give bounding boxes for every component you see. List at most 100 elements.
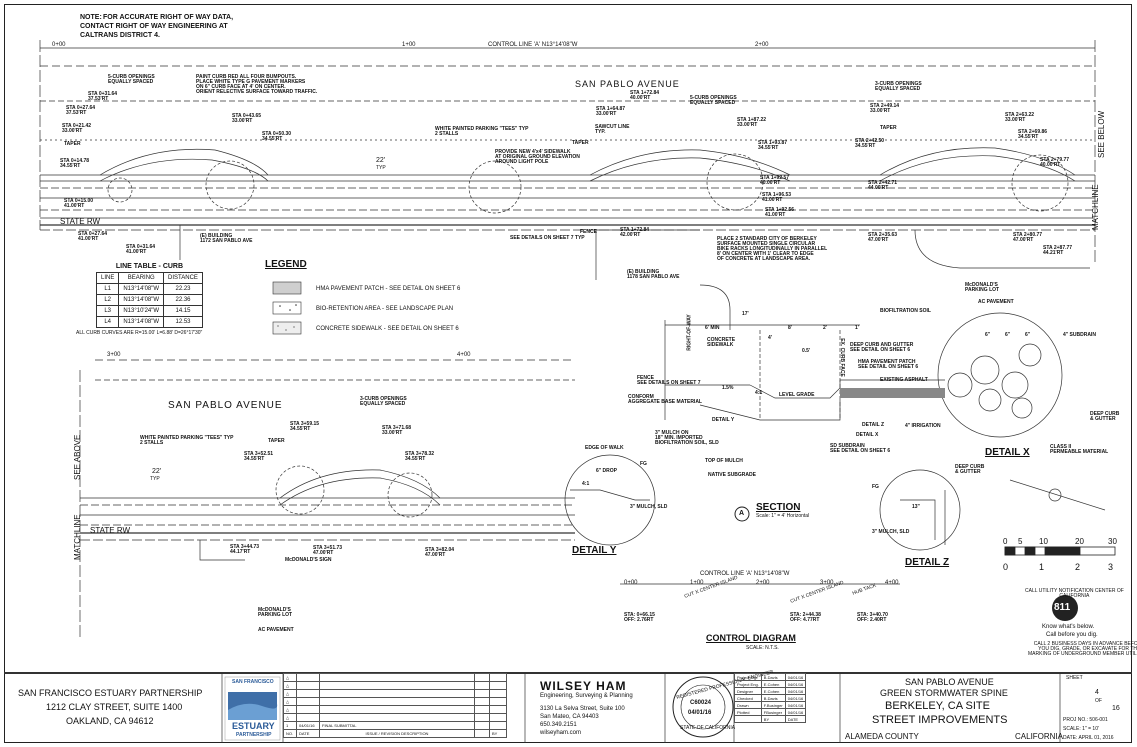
seal-state: STATE OF CALIFORNIA <box>680 725 736 731</box>
section-label-17: CONFORM AGGREGATE BASE MATERIAL <box>628 394 702 405</box>
cd-station-1: 1+00 <box>690 580 704 586</box>
scale-bottom-1: 1 <box>1039 562 1045 572</box>
top-callout-39: STA 2+80.77 47.00'RT <box>1013 232 1043 243</box>
section-label-18: DETAIL Y <box>712 417 735 423</box>
rev-header: DATE <box>296 729 320 738</box>
top-callout-6: STA 0+15.00 41.00'RT <box>64 198 94 209</box>
table-cell: N13°14'08"W <box>118 283 165 295</box>
top-callout-40: STA 2+87.77 44.21'RT <box>1043 245 1073 256</box>
line-table-title: LINE TABLE - CURB <box>115 263 184 270</box>
sig-date: 04/01/16 <box>784 673 807 681</box>
call811-know: Know what's below. <box>1042 624 1095 630</box>
bottom-callout-10: McDONALD'S PARKING LOT <box>258 607 293 618</box>
top-callout-8: STA 0+31.64 41.00'RT <box>126 244 156 255</box>
station-1: 1+00 <box>402 42 416 48</box>
detail-z-label-0: DEEP CURB & GUTTER <box>955 464 985 475</box>
sheet-of: OF <box>1095 698 1102 704</box>
drawing-sheet <box>4 4 1132 743</box>
sig-date: 04/01/16 <box>784 701 807 709</box>
rev-desc: FINAL SUBMITTAL <box>319 721 475 730</box>
detail-x-label-2: DEEP CURB & GUTTER <box>1090 411 1120 422</box>
cd-station-3: 3+00 <box>820 580 834 586</box>
project-line-2: GREEN STORMWATER SPINE <box>880 688 1008 698</box>
top-callout-1: STA 0+31.64 37.53'RT <box>88 91 118 102</box>
top-callout-32: TAPER <box>880 125 897 131</box>
top-matchline: MATCHLINE <box>1091 184 1100 230</box>
client-address-1: 1212 CLAY STREET, SUITE 1400 <box>46 702 183 712</box>
section-label-10: DEEP CURB AND GUTTER SEE DETAIL ON SHEET… <box>850 342 914 353</box>
scale-top-20: 20 <box>1075 537 1084 546</box>
legend-title: LEGEND <box>265 259 307 270</box>
section-label-15: 4:1 <box>755 390 763 396</box>
detail-x-title: DETAIL X <box>985 447 1030 458</box>
logo-top: SAN FRANCISCO <box>232 679 274 685</box>
top-callout-31: STA 2+49.14 33.00'RT <box>870 103 900 114</box>
sig-name: FBusinger <box>760 708 786 716</box>
station-0: 0+00 <box>52 42 66 48</box>
detail-y-label-0: EDGE OF WALK <box>585 445 624 451</box>
top-state-rw: STATE RW <box>60 217 100 226</box>
section-label-19: 3" MULCH ON 18" MIN. IMPORTED BIOFILTRAT… <box>655 430 719 446</box>
section-label-23: DETAIL X <box>856 432 879 438</box>
cd-station-0: 0+00 <box>624 580 638 586</box>
detail-z-label-1: FG <box>872 484 879 490</box>
logo-sub: PARTNERSHIP <box>236 732 272 738</box>
detail-x-label-5: 6" <box>985 332 991 338</box>
top-callout-17: SAWCUT LINE TYP. <box>595 124 630 135</box>
top-callout-41: McDONALD'S PARKING LOT <box>965 282 1000 293</box>
table-cell: 22.23 <box>163 283 203 295</box>
project-county: ALAMEDA COUNTY <box>845 732 919 741</box>
rev-no: 1 <box>283 721 297 730</box>
sig-role: Checked <box>734 694 762 702</box>
proj-no: PROJ NO.: 506-001 <box>1063 717 1108 723</box>
bottom-dim: 22' <box>152 468 162 475</box>
top-control-line: CONTROL LINE 'A' N13°14'08"W <box>488 42 578 48</box>
control-point-0: STA: 0+66.15 OFF: 2.76RT <box>624 612 655 623</box>
legend-bioretention: BIO-RETENTION AREA - SEE LANDSCAPE PLAN <box>316 306 454 312</box>
scale-bottom-2: 2 <box>1075 562 1081 572</box>
bottom-callout-0: WHITE PAINTED PARKING "TEES" TYP 2 STALL… <box>140 435 234 446</box>
section-label-5: 4' <box>768 335 772 341</box>
table-cell: 22.36 <box>163 294 203 306</box>
note-line-2: CONTACT RIGHT OF WAY ENGINEERING AT <box>80 23 228 30</box>
call811-call: Call before you dig. <box>1046 632 1098 638</box>
sheet-scale: SCALE: 1" = 10' <box>1063 726 1099 732</box>
top-dim-1: 22' <box>376 157 386 164</box>
top-callout-28: PLACE 2 STANDARD CITY OF BERKELEY SURFAC… <box>717 236 828 262</box>
top-callout-27: SEE DETAILS ON SHEET 7 TYP <box>510 235 585 241</box>
top-callout-20: STA 1+93.87 34.55'RT <box>758 140 788 151</box>
top-callout-14: STA 1+72.84 40.00'RT <box>630 90 660 101</box>
detail-y-label-3: 4:1 <box>582 481 590 487</box>
top-callout-0: 5-CURB OPENINGS EQUALLY SPACED <box>108 74 155 85</box>
top-callout-5: STA 0+14.78 34.55'RT <box>60 158 90 169</box>
top-callout-34: STA 2+63.22 33.00'RT <box>1005 112 1035 123</box>
sig-name: F.Businger <box>760 701 786 709</box>
table-cell: N13°10'24"W <box>118 305 165 317</box>
project-line-3: BERKELEY, CA SITE <box>885 700 990 712</box>
top-callout-37: STA 2+42.71 44.00'RT <box>868 180 898 191</box>
detail-x-label-0: BIOFILTRATION SOIL <box>880 308 931 314</box>
scale-bottom-0: 0 <box>1003 562 1009 572</box>
top-callout-38: STA 2+35.63 47.00'RT <box>868 232 898 243</box>
sig-name: B.Davis <box>760 673 786 681</box>
section-label-1: 6' MIN <box>705 325 720 331</box>
bottom-street-name: SAN PABLO AVENUE <box>168 400 283 411</box>
bottom-see-above: SEE ABOVE <box>73 434 82 480</box>
firm-phone: 650.349.2151 <box>540 722 577 728</box>
section-label-6: 0.5' <box>802 348 811 354</box>
logo-main: ESTUARY <box>232 721 275 731</box>
bottom-callout-5: STA 3+52.51 34.55'RT <box>244 451 274 462</box>
detail-z-label-3: 3" MULCH, SLD <box>872 529 910 535</box>
sheet-total: 16 <box>1112 705 1120 712</box>
section-letter: A <box>739 510 745 517</box>
bottom-callout-3: STA 3+71.68 33.00'RT <box>382 425 412 436</box>
client-address-2: OAKLAND, CA 94612 <box>66 716 154 726</box>
section-label-11: HMA PAVEMENT PATCH SEE DETAIL ON SHEET 6 <box>858 359 919 370</box>
scale-top-0: 0 <box>1003 537 1008 546</box>
client-name: SAN FRANCISCO ESTUARY PARTNERSHIP <box>18 688 203 698</box>
line-table-header: BEARING <box>118 272 165 284</box>
